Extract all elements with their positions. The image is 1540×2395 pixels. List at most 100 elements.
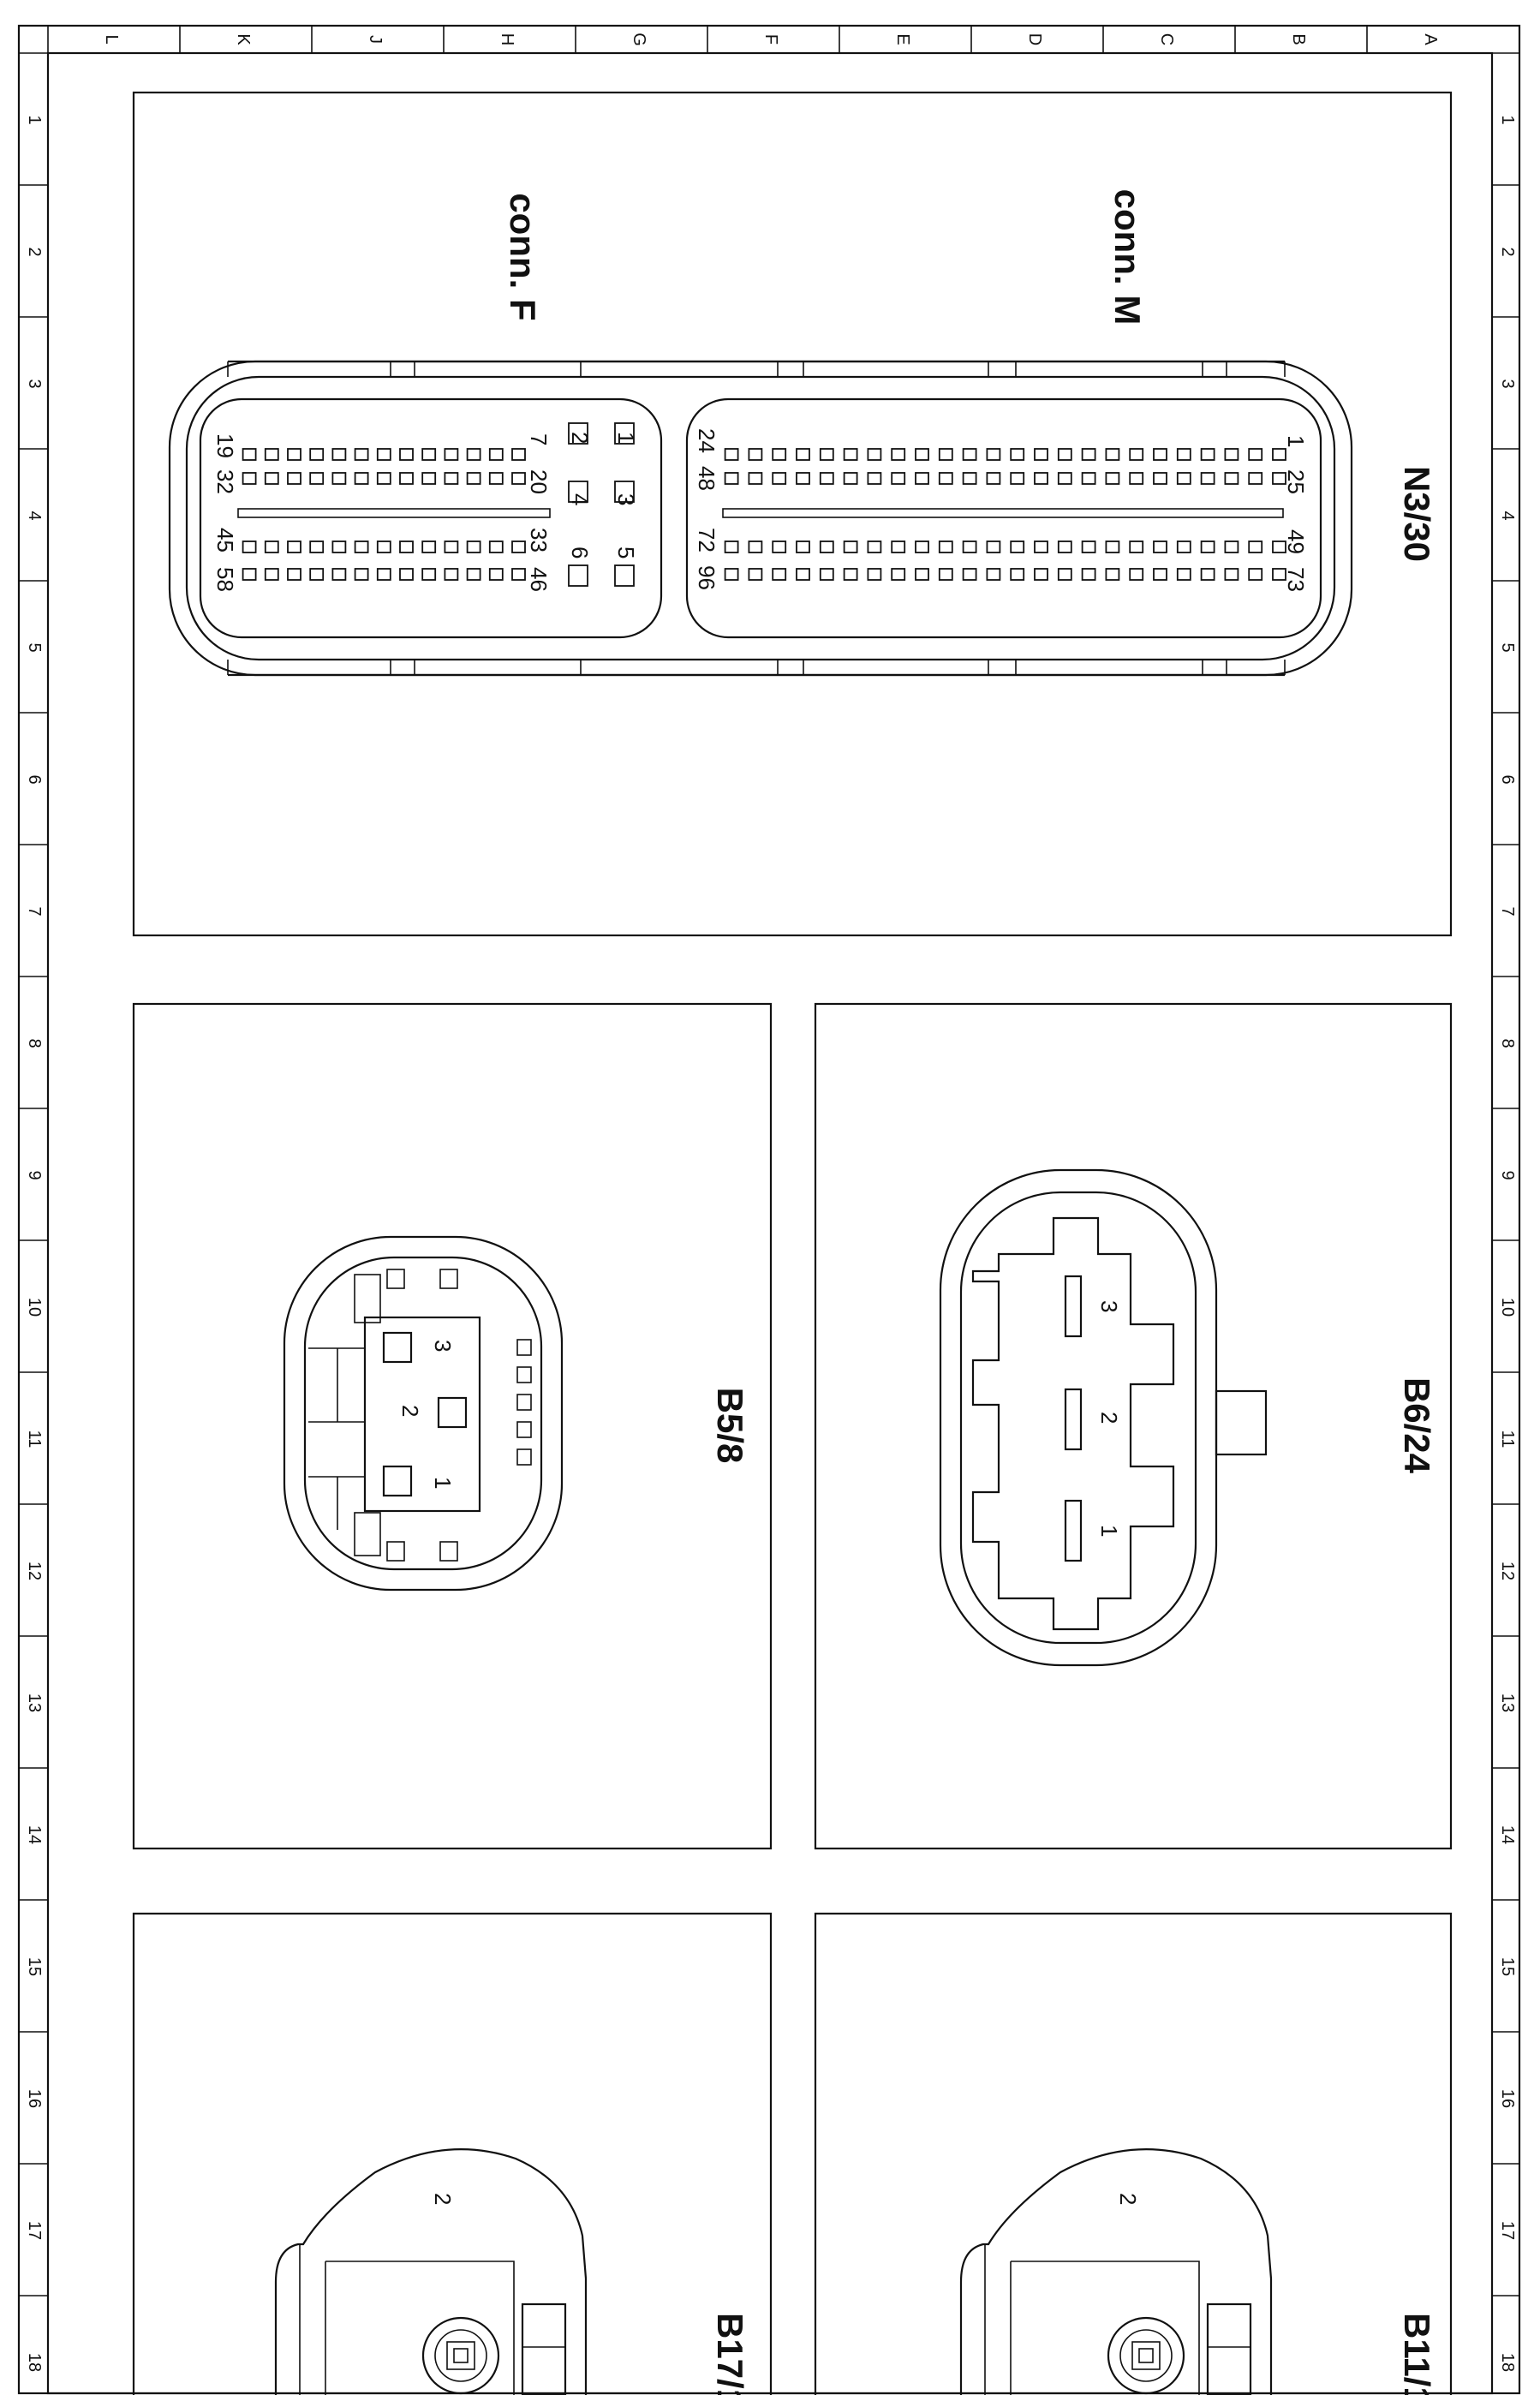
conn-m-pin-r4-8	[1105, 568, 1120, 581]
conn-f-pin-r3-4	[444, 541, 459, 553]
grid-col-H: H	[498, 33, 516, 45]
b5-8-pin-label-2: 2	[397, 1405, 423, 1417]
b6-24-pin-label-2: 2	[1096, 1412, 1122, 1424]
conn-f-pin-r1-6	[399, 448, 414, 461]
conn-m-pin-r1-1	[1272, 448, 1286, 461]
conn-f-pin-r2-11	[287, 472, 301, 485]
grid-col-G: G	[630, 33, 648, 46]
conn-f-pin-r4-11	[287, 568, 301, 581]
conn-m-pin-r1-2	[1248, 448, 1263, 461]
conn-m-pin-r4-10	[1057, 568, 1072, 581]
panel-b6-24: B6/24 1 2 3	[814, 1002, 1453, 1850]
conn-m-pin-r1-12	[1010, 448, 1025, 461]
b11-pin-label-2: 2	[1115, 2193, 1141, 2205]
conn-f-pin-r1-10	[309, 448, 325, 461]
conn-m-pin-r2-5	[1176, 472, 1191, 485]
conn-f-pin-r3-11	[287, 541, 301, 553]
conn-f-pin-r1-9	[331, 448, 347, 461]
grid-row-right-8: 8	[1498, 1038, 1517, 1048]
grid-row-left-13: 13	[25, 1693, 44, 1712]
b5-8-title: B5/8	[710, 1388, 750, 1464]
conn-f-pin-r3-5	[421, 541, 437, 553]
b5-8-pin-label-3: 3	[430, 1340, 456, 1352]
conn-f-pin-r3-3	[466, 541, 481, 553]
grid-row-right-11: 11	[1498, 1430, 1517, 1448]
b6-24-pin-2	[1064, 1388, 1083, 1451]
conn-m-pin-r3-22	[772, 541, 787, 553]
b11-connector: 2	[959, 2148, 1273, 2395]
pin-label-f6: 6	[567, 546, 593, 558]
grid-row-right-7: 7	[1498, 906, 1517, 916]
conn-m-pin-r3-9	[1081, 541, 1096, 553]
conn-f-pin-r4-12	[264, 568, 279, 581]
pin-label-m25: 25	[1283, 469, 1309, 494]
pin-label-m96: 96	[694, 565, 719, 590]
grid-row-right-12: 12	[1498, 1562, 1517, 1580]
b6-24-pin-label-1: 1	[1096, 1525, 1122, 1537]
conn-f-pin-r4-1	[511, 568, 526, 581]
conn-m-pin-r1-17	[891, 448, 906, 461]
conn-m-pin-r2-16	[915, 472, 929, 485]
conn-m-pin-r2-11	[1034, 472, 1048, 485]
conn-m-pin-r2-15	[938, 472, 953, 485]
conn-f-pin-r1-12	[264, 448, 279, 461]
grid-row-left-4: 4	[25, 511, 44, 520]
conn-m-pin-r4-7	[1129, 568, 1144, 581]
conn-f-pin-r2-10	[309, 472, 325, 485]
conn-m-pin-r1-23	[748, 448, 763, 461]
conn-m-pin-r1-14	[962, 448, 977, 461]
conn-f-pin-r1-5	[421, 448, 437, 461]
grid-row-right-17: 17	[1498, 2221, 1517, 2240]
conn-f-pin-r2-5	[421, 472, 437, 485]
conn-m-pin-array	[724, 448, 1286, 581]
conn-f-pin-r3-6	[399, 541, 414, 553]
b17-pin-label-2: 2	[430, 2193, 456, 2205]
grid-row-left-8: 8	[25, 1038, 44, 1048]
pin-label-f2: 2	[567, 432, 593, 444]
panel-b5-8: B5/8 1 2 3	[132, 1002, 773, 1850]
conn-f-pin-r2-8	[354, 472, 369, 485]
conn-m-pin-r4-17	[891, 568, 906, 581]
conn-m-pin-r2-20	[819, 472, 834, 485]
conn-m-pin-r1-11	[1034, 448, 1048, 461]
pin-label-f4: 4	[567, 493, 593, 505]
pin-label-f19: 19	[212, 433, 238, 458]
conn-m-pin-r4-11	[1034, 568, 1048, 581]
conn-m-pin-r2-7	[1129, 472, 1144, 485]
grid-row-right-13: 13	[1498, 1693, 1517, 1712]
pin-label-f33: 33	[526, 528, 552, 552]
pin-label-f32: 32	[212, 469, 238, 494]
ecu-connector-housing	[168, 360, 1353, 677]
pin-label-m72: 72	[694, 528, 719, 552]
grid-row-right-6: 6	[1498, 774, 1517, 784]
conn-m-pin-r2-18	[867, 472, 882, 485]
conn-m-pin-r1-8	[1105, 448, 1120, 461]
conn-m-pin-r1-21	[796, 448, 810, 461]
conn-f-pin-r1-11	[287, 448, 301, 461]
conn-m-pin-r3-16	[915, 541, 929, 553]
conn-m-pin-r3-1	[1272, 541, 1286, 553]
b6-24-title: B6/24	[1397, 1377, 1437, 1474]
grid-row-right-3: 3	[1498, 379, 1517, 388]
b6-24-connector: 1 2 3	[939, 1168, 1268, 1667]
grid-col-L: L	[102, 34, 121, 44]
conn-m-pin-r4-18	[867, 568, 882, 581]
conn-m-pin-r1-20	[819, 448, 834, 461]
grid-row-right-18: 18	[1498, 2353, 1517, 2372]
conn-f-pin-r3-1	[511, 541, 526, 553]
conn-m-pin-r2-8	[1105, 472, 1120, 485]
conn-m-pin-r4-16	[915, 568, 929, 581]
conn-m-pin-r4-21	[796, 568, 810, 581]
conn-m-pin-r2-9	[1081, 472, 1096, 485]
b6-24-pin-1	[1064, 1499, 1083, 1562]
conn-m-pin-r2-6	[1153, 472, 1167, 485]
b5-8-pin-2	[437, 1396, 468, 1429]
conn-f-pin-3	[614, 481, 635, 503]
sheet-frame	[17, 24, 1521, 2395]
conn-m-pin-r1-3	[1224, 448, 1239, 461]
grid-row-left-5: 5	[25, 642, 44, 652]
grid-row-right-4: 4	[1498, 511, 1517, 520]
conn-f-pin-r2-6	[399, 472, 414, 485]
conn-f-pin-r4-13	[242, 568, 257, 581]
grid-row-left-16: 16	[25, 2089, 44, 2108]
